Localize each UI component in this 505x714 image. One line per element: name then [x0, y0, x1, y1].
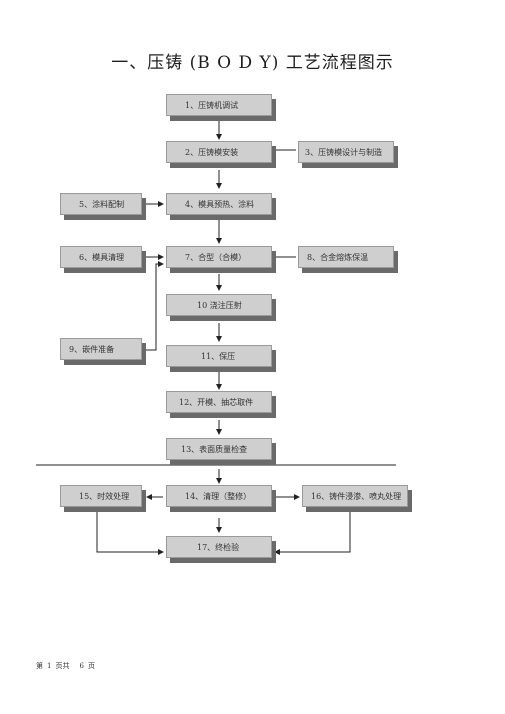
- arrow-16-17: [274, 510, 351, 555]
- step-11-box: 11、保压: [166, 345, 272, 367]
- step-1-box: 1、压铸机调试: [166, 94, 272, 116]
- step-13-box: 13、表面质量检查: [166, 438, 272, 460]
- step-2-box: 2、压铸模安装: [166, 141, 272, 163]
- step-5-box: 5、涂料配制: [60, 193, 142, 215]
- step-12-box: 12、开模、抽芯取件: [166, 391, 272, 413]
- footer-total-pages: 6: [79, 662, 84, 670]
- footer-prefix: 第: [36, 662, 43, 670]
- step-6-box: 6、模具清理: [60, 246, 142, 268]
- step-9-box: 9、嵌件准备: [60, 338, 142, 360]
- step-4-box: 4、模具预热、涂料: [166, 193, 272, 215]
- page-title: 一、压铸 (B O D Y) 工艺流程图示: [111, 53, 394, 73]
- step-17-box: 17、终检验: [166, 536, 272, 558]
- step-14-box: 14、清理（整修）: [166, 485, 272, 507]
- arrow-15-17: [96, 510, 164, 555]
- footer-current-page: 1: [47, 662, 52, 670]
- step-15-box: 15、时效处理: [60, 485, 142, 507]
- arrow-9-7: [143, 261, 164, 351]
- footer-suffix: 页: [87, 662, 95, 670]
- step-16-box: 16、铸件浸渗、喷丸处理: [302, 485, 408, 507]
- step-7-box: 7、合型（合模）: [166, 246, 272, 268]
- step-8-box: 8、合金熔炼保温: [298, 246, 394, 268]
- step-10-box: 10 浇注压射: [166, 294, 272, 316]
- step-3-box: 3、压铸模设计与制造: [298, 141, 394, 163]
- footer-mid: 页共: [55, 662, 70, 670]
